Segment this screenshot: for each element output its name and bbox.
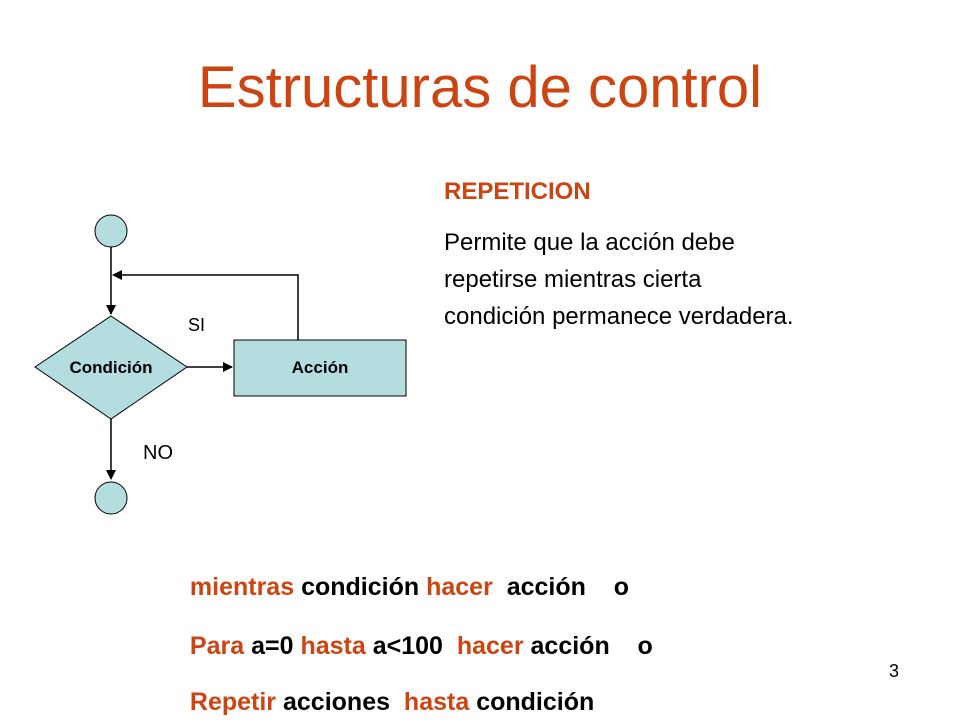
page-number: 3 [889, 661, 900, 681]
keyword-hacer: hacer [456, 632, 524, 660]
term-o: o [637, 632, 653, 660]
action-label: Acción [292, 358, 349, 377]
term-accion: acción [530, 632, 610, 660]
yes-label: SI [188, 315, 205, 335]
no-label: NO [143, 442, 173, 464]
section-description: Permite que la acción debe repetirse mie… [444, 229, 794, 330]
term-condicion: condición [301, 573, 420, 601]
start-node [94, 214, 128, 248]
end-node [94, 481, 128, 515]
slide-title: Estructuras de control [197, 55, 763, 120]
syntax-repeat-line: Repetir acciones hasta condición [176, 659, 594, 717]
term-acciones: acciones [283, 688, 391, 716]
keyword-hasta: hasta [403, 688, 470, 716]
term-a100: a<100 [372, 632, 443, 660]
syntax-for-line: Para a=0 hasta a<100 hacer acción o [176, 603, 653, 661]
condition-label: Condición [69, 358, 152, 377]
term-condicion: condición [476, 688, 595, 716]
section-heading: REPETICION [444, 178, 591, 205]
term-a0: a=0 [251, 632, 294, 660]
term-accion: acción [506, 573, 586, 601]
keyword-hacer: hacer [426, 573, 493, 601]
action-node [233, 339, 407, 397]
syntax-while-line: mientras condición hacer acción o [176, 544, 629, 602]
keyword-hasta: hasta [300, 632, 366, 660]
keyword-repetir: Repetir [189, 688, 277, 716]
loop-back-arrow [112, 270, 299, 340]
term-o: o [613, 573, 629, 601]
keyword-para: Para [189, 632, 245, 660]
keyword-mientras: mientras [189, 573, 295, 601]
